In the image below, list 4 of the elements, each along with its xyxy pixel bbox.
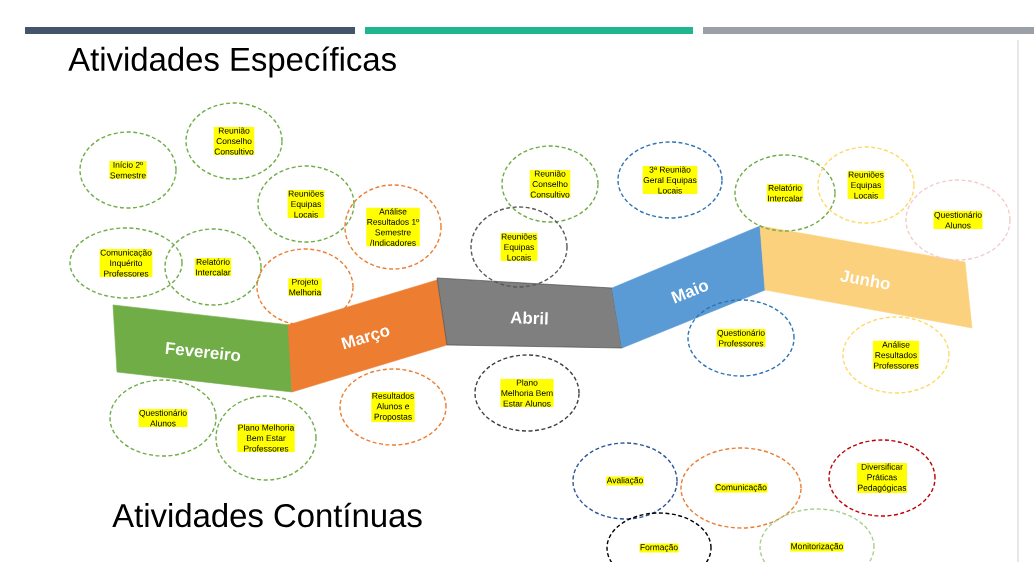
month-band: Fevereiro <box>112 304 293 393</box>
section-heading: Atividades Contínuas <box>112 502 422 528</box>
title: Atividades Específicas <box>68 46 396 78</box>
month-band: Abril <box>436 277 623 349</box>
